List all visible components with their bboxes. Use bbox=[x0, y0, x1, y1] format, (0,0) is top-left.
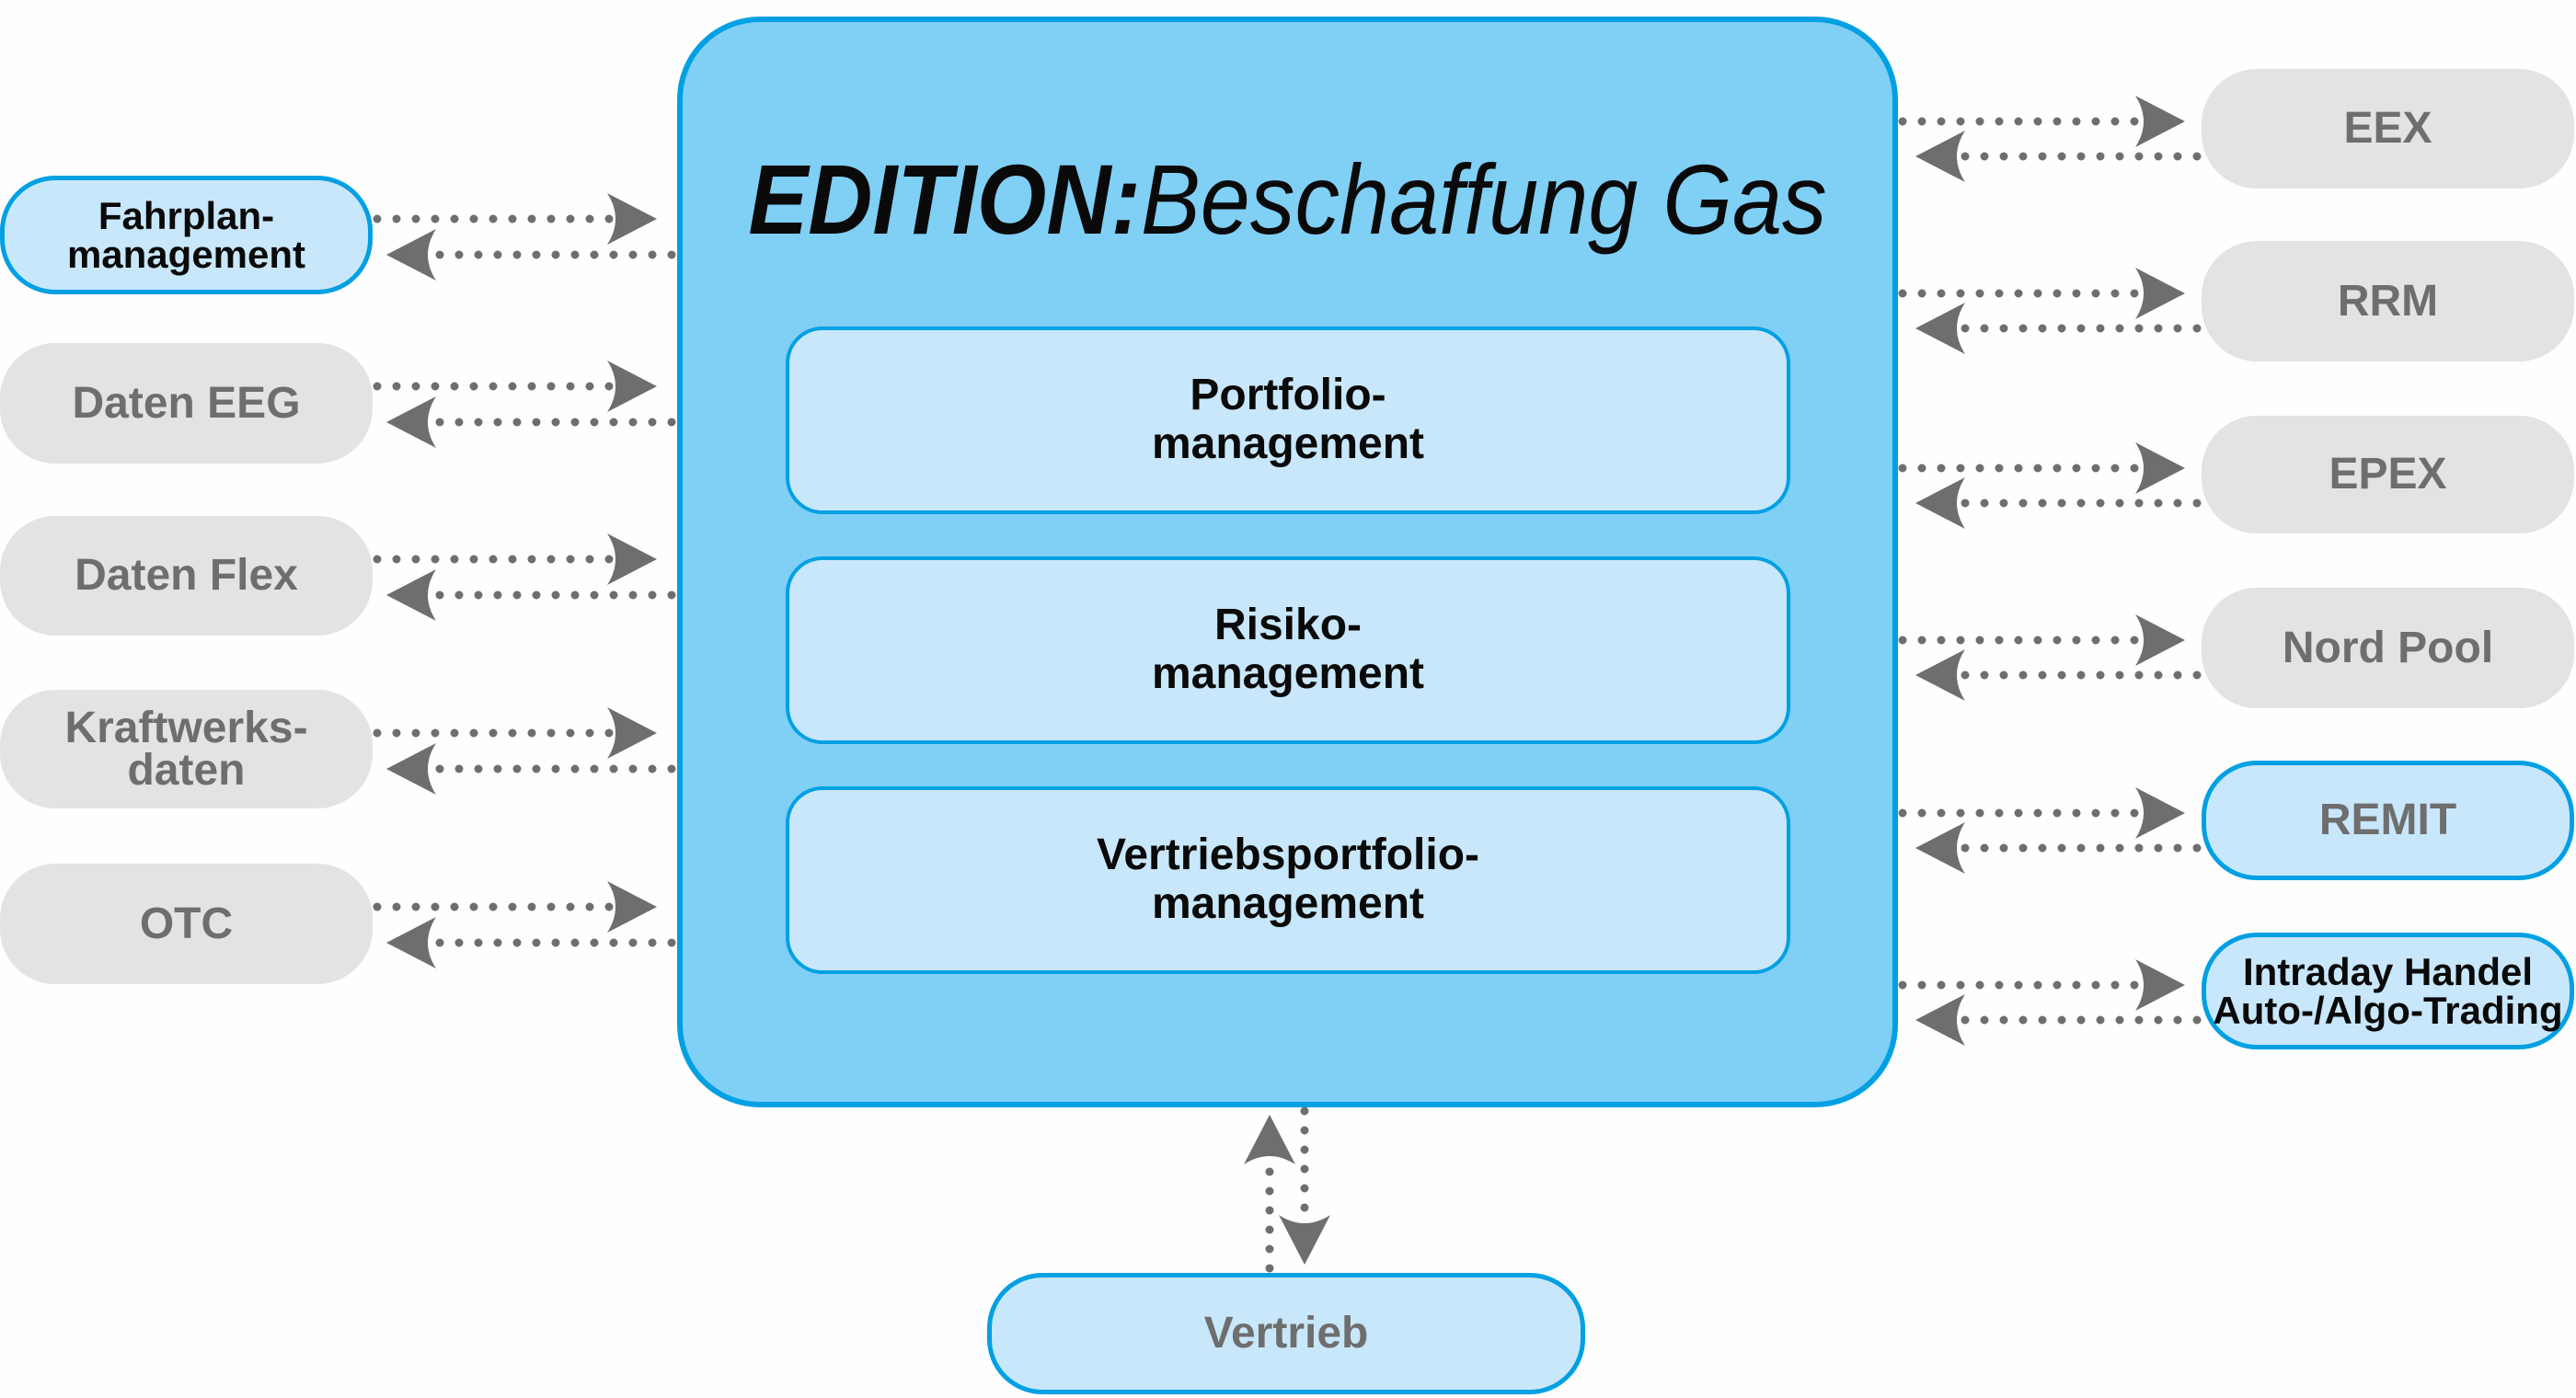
arrowhead-icon bbox=[386, 396, 436, 448]
arrow-to-main-2 bbox=[373, 533, 657, 585]
arrow-to-right-system-0 bbox=[1898, 96, 2185, 147]
arrow-vertrieb-to-main bbox=[1244, 1115, 1295, 1273]
left-system-kraftwerksdaten[interactable]: Kraftwerks- daten bbox=[0, 690, 373, 808]
arrowhead-icon bbox=[1915, 822, 1965, 874]
arrowhead-icon bbox=[386, 569, 436, 621]
arrowhead-icon bbox=[2135, 96, 2185, 147]
edition-main-box: EDITION:Beschaffung Gas Portfolio- manag… bbox=[677, 17, 1898, 1107]
module-sales-portfolio-management[interactable]: Vertriebsportfolio- management bbox=[786, 786, 1790, 974]
bottom-system-vertrieb[interactable]: Vertrieb bbox=[987, 1273, 1585, 1394]
arrowhead-icon bbox=[386, 917, 436, 968]
arrow-main-to-vertrieb bbox=[1279, 1106, 1330, 1265]
arrow-to-right-system-1 bbox=[1898, 268, 2185, 319]
right-system-remit[interactable]: REMIT bbox=[2202, 761, 2574, 880]
arrow-from-right-system-3 bbox=[1915, 649, 2202, 701]
arrowhead-icon bbox=[2135, 614, 2185, 666]
right-system-epex[interactable]: EPEX bbox=[2202, 416, 2574, 533]
arrowhead-icon bbox=[607, 707, 657, 759]
arrowhead-icon bbox=[386, 743, 436, 795]
arrowhead-icon bbox=[2135, 959, 2185, 1011]
arrowhead-icon bbox=[2135, 787, 2185, 839]
arrowhead-icon bbox=[607, 533, 657, 585]
page-title: EDITION:Beschaffung Gas bbox=[748, 143, 1827, 255]
arrow-to-right-system-3 bbox=[1898, 614, 2185, 666]
arrowhead-icon bbox=[1279, 1215, 1330, 1265]
arrowhead-icon bbox=[607, 193, 657, 245]
module-risk-management[interactable]: Risiko- management bbox=[786, 556, 1790, 744]
left-system-daten-flex[interactable]: Daten Flex bbox=[0, 516, 373, 636]
arrowhead-icon bbox=[1915, 477, 1965, 529]
arrow-to-main-1 bbox=[373, 361, 657, 412]
arrowhead-icon bbox=[1915, 994, 1965, 1046]
right-system-eex[interactable]: EEX bbox=[2202, 69, 2574, 189]
module-portfolio-management[interactable]: Portfolio- management bbox=[786, 327, 1790, 514]
arrow-to-right-system-4 bbox=[1898, 787, 2185, 839]
arrowhead-icon bbox=[607, 361, 657, 412]
left-system-fahrplanmanagement[interactable]: Fahrplan- management bbox=[0, 176, 373, 294]
right-system-intraday-trading[interactable]: Intraday Handel Auto-/Algo-Trading bbox=[2202, 933, 2574, 1049]
arrow-to-right-system-5 bbox=[1898, 959, 2185, 1011]
arrowhead-icon bbox=[2135, 442, 2185, 494]
arrowhead-icon bbox=[386, 229, 436, 281]
arrow-to-right-system-2 bbox=[1898, 442, 2185, 494]
arrow-from-main-0 bbox=[386, 229, 676, 281]
arrowhead-icon bbox=[1915, 649, 1965, 701]
arrow-from-main-2 bbox=[386, 569, 676, 621]
arrow-to-main-3 bbox=[373, 707, 657, 759]
arrowhead-icon bbox=[2135, 268, 2185, 319]
arrow-to-main-4 bbox=[373, 881, 657, 933]
arrowhead-icon bbox=[1915, 131, 1965, 182]
arrow-from-right-system-5 bbox=[1915, 994, 2202, 1046]
arrow-from-right-system-1 bbox=[1915, 303, 2202, 354]
left-system-daten-eeg[interactable]: Daten EEG bbox=[0, 343, 373, 464]
arrow-from-right-system-2 bbox=[1915, 477, 2202, 529]
arrow-from-right-system-0 bbox=[1915, 131, 2202, 182]
arrow-from-main-4 bbox=[386, 917, 676, 968]
right-system-nord-pool[interactable]: Nord Pool bbox=[2202, 588, 2574, 708]
arrowhead-icon bbox=[607, 881, 657, 933]
arrow-to-main-0 bbox=[373, 193, 657, 245]
left-system-otc[interactable]: OTC bbox=[0, 864, 373, 984]
arrow-from-main-1 bbox=[386, 396, 676, 448]
arrow-from-main-3 bbox=[386, 743, 676, 795]
right-system-rrm[interactable]: RRM bbox=[2202, 241, 2574, 361]
arrow-from-right-system-4 bbox=[1915, 822, 2202, 874]
arrowhead-icon bbox=[1244, 1115, 1295, 1164]
arrowhead-icon bbox=[1915, 303, 1965, 354]
